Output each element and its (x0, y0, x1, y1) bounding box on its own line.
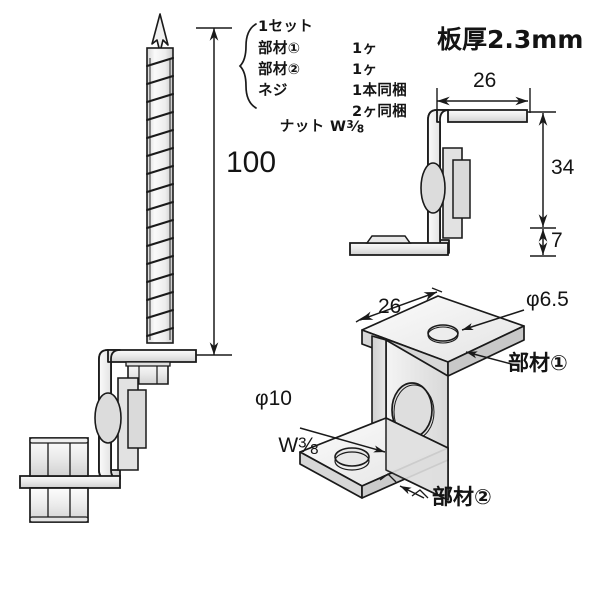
dimension-label-26-iso: 26 (378, 295, 402, 318)
parts-list-row-3-frac-num: 3 (346, 118, 355, 131)
isometric-view (299, 295, 525, 501)
parts-list-row-3-name-text: ナット W (279, 118, 347, 135)
dimension-26-iso (355, 287, 443, 323)
callout-hole-side-thread: W3⁄8 (278, 434, 319, 459)
parts-list-row-2-name: ネジ (258, 83, 288, 99)
dimension-label-100: 100 (226, 146, 277, 179)
dimension-label-7: 7 (551, 229, 563, 252)
callout-hole-side-dia: φ10 (255, 387, 292, 410)
parts-list-brace (238, 23, 257, 109)
callout-thread-text: W (278, 434, 299, 458)
parts-list-row-0-qty: 1ヶ (352, 41, 378, 57)
parts-list-row-3-name: ナット W3⁄8 (279, 118, 365, 136)
parts-list-row-1-name: 部材② (258, 62, 301, 78)
parts-list-row-0-name: 部材① (258, 41, 301, 57)
dimension-label-26-side: 26 (473, 69, 497, 92)
callout-hole-top-dia: φ6.5 (526, 288, 569, 311)
dimension-34-7 (527, 111, 556, 257)
dimension-100 (196, 27, 232, 356)
dimension-label-34: 34 (551, 156, 575, 179)
parts-list-row-3-qty: 2ヶ同梱 (352, 104, 408, 120)
page-title: 板厚2.3mm (437, 25, 584, 54)
screw-assembly-view (19, 13, 197, 523)
leader-lines (299, 309, 525, 499)
parts-list-row-2-qty: 1本同梱 (352, 83, 408, 99)
parts-list-heading: 1セット (258, 19, 314, 35)
callout-thread-num: 3 (298, 434, 307, 452)
parts-list-row-1-qty: 1ヶ (352, 62, 378, 78)
label-part-2: 部材② (432, 485, 492, 509)
parts-list-row-3-frac-den: 8 (356, 123, 365, 136)
dimension-26-side (436, 88, 531, 113)
label-part-1: 部材① (508, 351, 568, 375)
callout-thread-den: 8 (310, 441, 319, 459)
bracket-side-view (349, 109, 528, 256)
